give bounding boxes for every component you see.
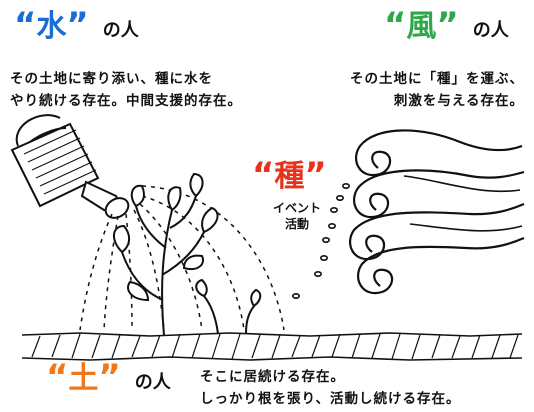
leaf bbox=[201, 206, 219, 234]
leaf bbox=[195, 278, 208, 298]
seed-close-quote: ” bbox=[304, 155, 327, 195]
wind-description: その土地に「種」を運ぶ、 刺激を与える存在。 bbox=[350, 68, 524, 112]
wind-close-quote: ” bbox=[436, 5, 459, 45]
can-top-rim bbox=[29, 127, 67, 143]
can-rose bbox=[104, 197, 130, 219]
water-keyword: 水 bbox=[36, 9, 67, 44]
leaf bbox=[167, 186, 182, 212]
wind-description-line-2: 刺激を与える存在。 bbox=[393, 93, 524, 109]
leaf bbox=[189, 172, 204, 198]
soil-open-quote: “ bbox=[46, 357, 69, 397]
ground-line-top bbox=[21, 332, 523, 337]
small-sprout bbox=[245, 305, 255, 335]
ground-hatching bbox=[31, 333, 519, 360]
can-body bbox=[10, 122, 100, 208]
seed-description-line-1: イベント bbox=[272, 201, 321, 215]
leaf bbox=[127, 280, 150, 302]
leaf bbox=[250, 288, 262, 308]
seed-keyword: 種 bbox=[274, 159, 305, 194]
leaf bbox=[182, 254, 204, 270]
soil-description-line-2: しっかり根を張り、活動し続ける存在。 bbox=[200, 391, 461, 407]
seedling-icon bbox=[113, 172, 262, 336]
seed-heading: “ 種 ” bbox=[252, 158, 327, 192]
wind-suffix: の人 bbox=[472, 20, 509, 41]
seed-open-quote: “ bbox=[252, 155, 275, 195]
wind-swirl-icon bbox=[348, 129, 525, 295]
stem bbox=[161, 209, 173, 336]
can-handle bbox=[15, 114, 61, 147]
watering-can-icon bbox=[10, 114, 130, 219]
water-description-line-2: やり続ける存在。中間支援的存在。 bbox=[10, 93, 242, 109]
small-sprout bbox=[203, 295, 219, 335]
soil-icon bbox=[21, 332, 523, 361]
water-close-quote: ” bbox=[66, 5, 89, 45]
water-description-line-1: その土地に寄り添い、種に水を bbox=[10, 71, 213, 87]
wind-keyword: 風 bbox=[406, 9, 437, 44]
soil-close-quote: ” bbox=[98, 357, 121, 397]
ground-line-bottom bbox=[21, 356, 523, 361]
leaf bbox=[113, 224, 130, 254]
seed-description: イベント 活動 bbox=[262, 200, 332, 232]
soil-suffix: の人 bbox=[134, 372, 171, 393]
soil-keyword: 土 bbox=[68, 361, 99, 396]
soil-heading: “ 土 ” の人 bbox=[46, 360, 171, 394]
water-heading: “ 水 ” の人 bbox=[14, 8, 139, 42]
soil-description: そこに居続ける存在。 しっかり根を張り、活動し続ける存在。 bbox=[200, 366, 460, 410]
water-description: その土地に寄り添い、種に水を やり続ける存在。中間支援的存在。 bbox=[10, 68, 242, 112]
seed-description-line-2: 活動 bbox=[284, 217, 309, 231]
flying-seeds bbox=[291, 183, 350, 299]
soil-description-line-1: そこに居続ける存在。 bbox=[200, 369, 345, 385]
wind-description-line-1: その土地に「種」を運ぶ、 bbox=[350, 71, 524, 87]
water-suffix: の人 bbox=[102, 20, 139, 41]
wind-heading: “ 風 ” の人 bbox=[384, 8, 509, 42]
leaf bbox=[130, 184, 145, 208]
water-open-quote: “ bbox=[14, 5, 37, 45]
wind-open-quote: “ bbox=[384, 5, 407, 45]
